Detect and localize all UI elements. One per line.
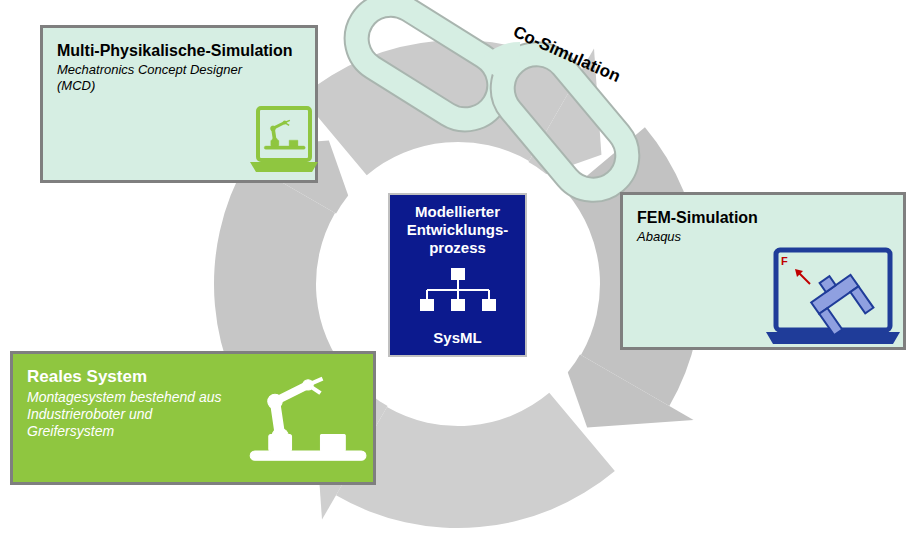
robot-icon bbox=[250, 379, 366, 461]
box-title: FEM-Simulation bbox=[637, 208, 889, 227]
box-subtitle: SysML bbox=[433, 329, 481, 347]
box-title: Modellierter Entwicklungs- prozess bbox=[396, 203, 519, 257]
box-subtitle: Montagesystem bestehend aus Industrierob… bbox=[27, 389, 242, 439]
box-title: Multi-Physikalische-Simulation bbox=[57, 41, 301, 60]
box-subtitle: Abaqus bbox=[637, 229, 837, 245]
laptop-icon bbox=[250, 108, 318, 172]
system-box: Reales SystemMontagesystem bestehend aus… bbox=[10, 351, 376, 485]
laptop-icon bbox=[766, 250, 900, 344]
tree-icon bbox=[420, 268, 496, 311]
force-label: F bbox=[781, 255, 788, 267]
box-subtitle: Mechatronics Concept Designer (MCD) bbox=[57, 62, 257, 93]
chain-link bbox=[344, 0, 641, 204]
simulation-box: FEM-SimulationAbaqus bbox=[620, 192, 906, 350]
gripper-symbol bbox=[805, 266, 874, 335]
box-title: Reales System bbox=[27, 367, 359, 387]
